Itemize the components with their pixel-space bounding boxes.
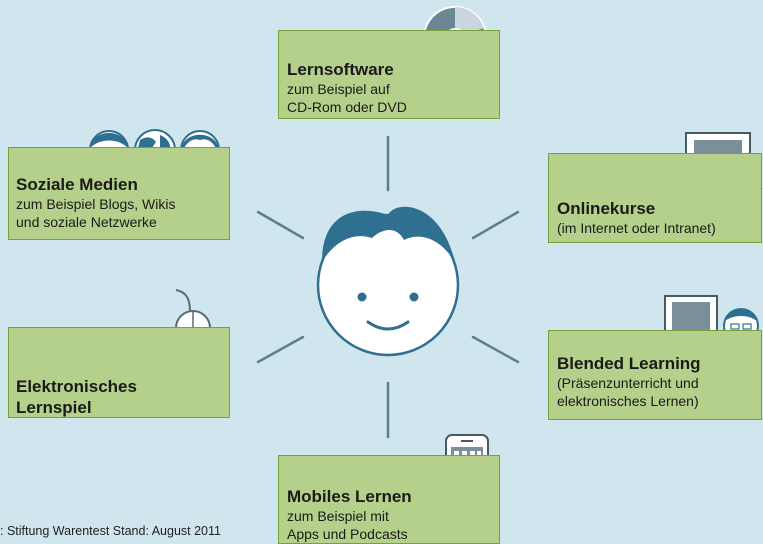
box-desc-line1: zum Beispiel mit <box>287 508 389 524</box>
box-desc-line2: CD-Rom oder DVD <box>287 99 407 115</box>
box-title: Soziale Medien <box>16 175 138 194</box>
box-desc-line2: Apps und Podcasts <box>287 526 408 542</box>
ray-upper-left <box>256 210 305 240</box>
box-title: Onlinekurse <box>557 199 656 218</box>
box-title-line2: Lernspiel <box>16 398 92 417</box>
box-mobiles-lernen: Mobiles Lernen zum Beispiel mit Apps und… <box>278 455 500 544</box>
box-title: Mobiles Lernen <box>287 487 412 506</box>
box-blended-learning: Blended Learning (Präsenzunterricht und … <box>548 330 762 420</box>
rays <box>256 135 520 439</box>
box-onlinekurse: Onlinekurse (im Internet oder Intranet) <box>548 153 762 243</box>
box-title: Lernsoftware <box>287 60 394 79</box>
box-elektronisches-lernspiel: Elektronisches Lernspiel <box>8 327 230 418</box>
box-title: Blended Learning <box>557 354 701 373</box>
box-title-line1: Elektronisches <box>16 377 137 396</box>
box-desc-line1: (im Internet oder Intranet) <box>557 220 716 236</box>
box-desc-line1: zum Beispiel Blogs, Wikis <box>16 196 176 212</box>
ray-lower-left <box>256 335 305 364</box>
box-desc-line1: (Präsenzunterricht und <box>557 375 699 391</box>
source-note: : Stiftung Warentest Stand: August 2011 <box>0 524 221 538</box>
box-desc-line2: und soziale Netzwerke <box>16 214 157 230</box>
face-icon <box>316 206 460 357</box>
box-lernsoftware: Lernsoftware zum Beispiel auf CD-Rom ode… <box>278 30 500 119</box>
box-desc-line1: zum Beispiel auf <box>287 81 390 97</box>
box-desc-line2: elektronisches Lernen) <box>557 393 699 409</box>
box-soziale-medien: Soziale Medien zum Beispiel Blogs, Wikis… <box>8 147 230 240</box>
ray-lower-right <box>471 335 520 364</box>
ray-upper-right <box>471 210 520 240</box>
